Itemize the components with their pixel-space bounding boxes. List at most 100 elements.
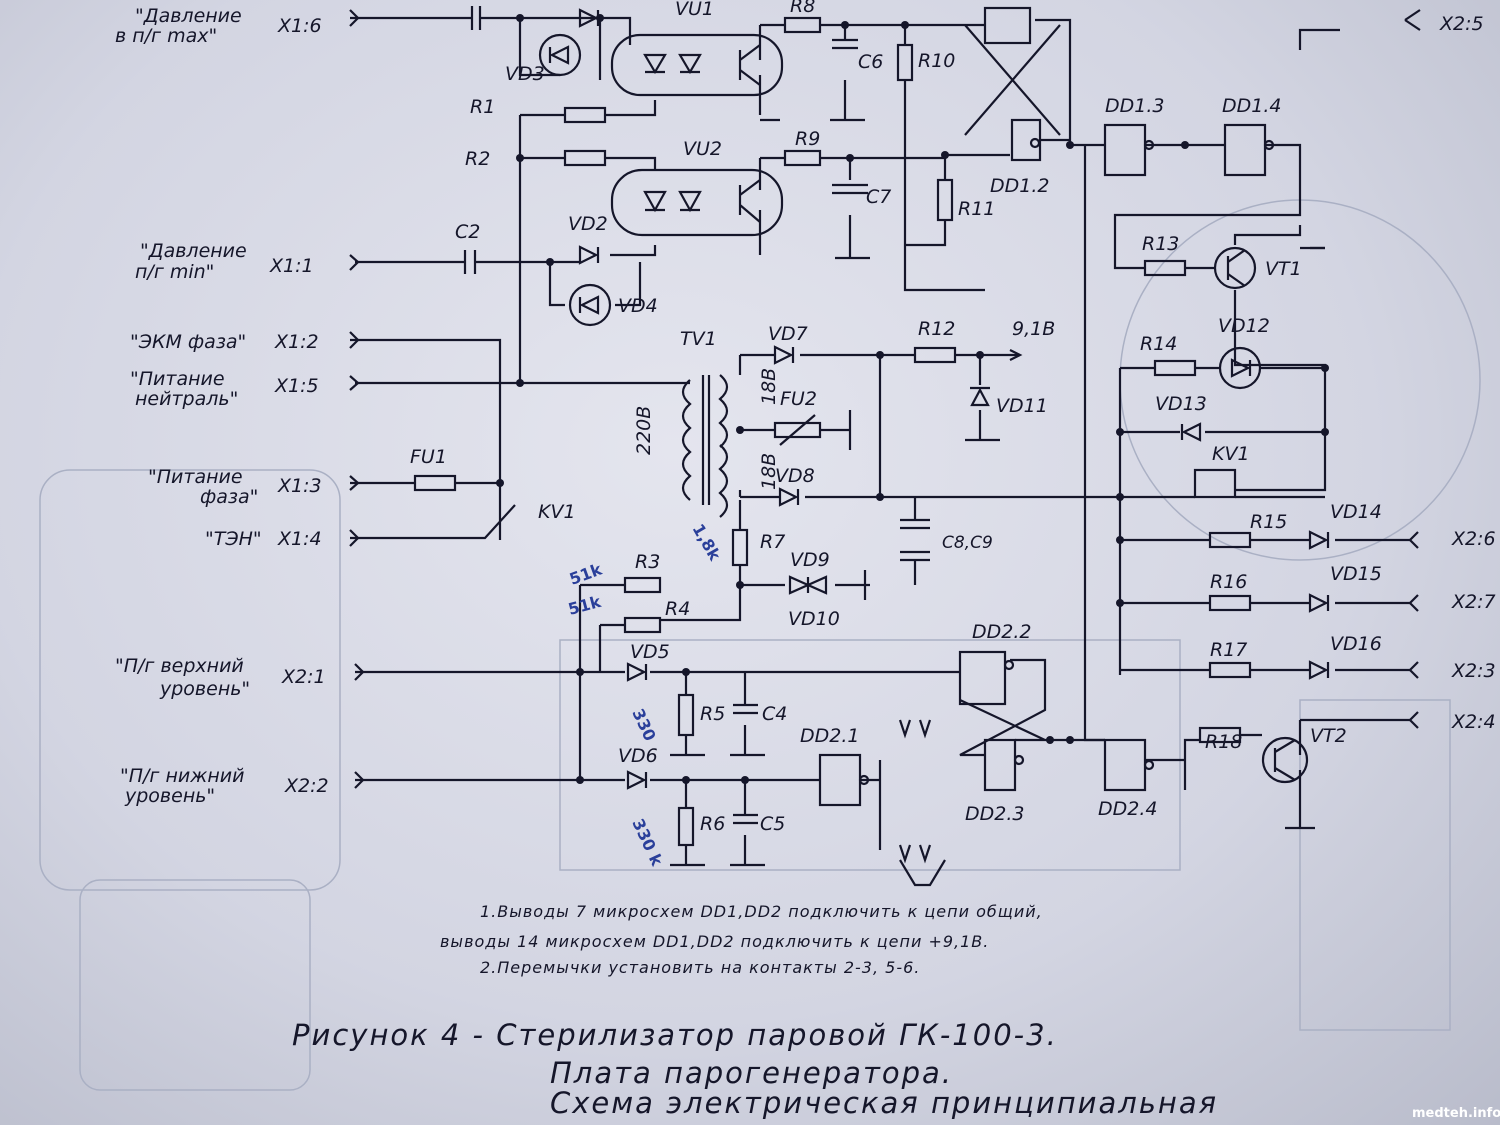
title-line-2: Плата парогенератора.	[550, 1056, 953, 1090]
label-vd5: VD5	[630, 641, 670, 663]
label-vd15: VD15	[1330, 563, 1382, 585]
label-r17: R17	[1210, 639, 1247, 661]
label-c8-c9: C8,C9	[942, 533, 993, 553]
label-220v: 220В	[633, 406, 655, 455]
label-r7: R7	[760, 531, 785, 553]
connector-labels: "Давление в п/г max" X1:6 "Давление п/г …	[115, 5, 1496, 807]
label-c7: C7	[866, 186, 891, 208]
label-x1-1: X1:1	[269, 255, 314, 277]
label-x1-1-desc: "Давление	[140, 240, 247, 262]
label-x2-1-desc2: уровень"	[159, 678, 250, 700]
label-x2-7: X2:7	[1451, 591, 1496, 613]
label-18v-upper: 18В	[758, 368, 780, 405]
label-x2-2: X2:2	[284, 775, 329, 797]
label-fu1: FU1	[410, 446, 447, 468]
label-x1-5: X1:5	[274, 375, 319, 397]
label-x2-5: X2:5	[1439, 13, 1484, 35]
label-dd1-4: DD1.4	[1222, 95, 1281, 117]
component-labels: VU1 VU2 VD2 VD3 VD4 VD5 VD6 VD7 VD8 VD9 …	[410, 0, 1382, 835]
ic-symbols	[610, 6, 1421, 887]
connector-terminals[interactable]	[349, 9, 1419, 789]
note-line-1: 1.Выводы 7 микросхем DD1,DD2 подключить …	[480, 902, 1043, 921]
label-r11: R11	[958, 198, 995, 220]
label-r4: R4	[665, 598, 690, 620]
label-x2-6: X2:6	[1451, 528, 1496, 550]
label-r2: R2	[465, 148, 490, 170]
label-x1-6: X1:6	[277, 15, 322, 37]
label-r18: R18	[1205, 731, 1242, 753]
capacitor-symbols	[463, 6, 1325, 867]
label-vd8: VD8	[775, 465, 815, 487]
note-line-3: 2.Перемычки установить на контакты 2-3, …	[480, 958, 920, 977]
label-r1: R1	[470, 96, 495, 118]
label-vd14: VD14	[1330, 501, 1382, 523]
label-x1-6-desc: "Давление	[135, 5, 242, 27]
label-vd10: VD10	[788, 608, 840, 630]
label-vt1: VT1	[1265, 258, 1302, 280]
label-vd16: VD16	[1330, 633, 1382, 655]
hand-r4-value: 51k	[566, 592, 603, 619]
label-r10: R10	[918, 50, 955, 72]
title-line-3: Схема электрическая принципиальная	[550, 1086, 1218, 1120]
label-vd13: VD13	[1155, 393, 1207, 415]
label-vt2: VT2	[1310, 725, 1347, 747]
label-vd4: VD4	[618, 295, 658, 317]
label-r9: R9	[795, 128, 820, 150]
label-dd1-2: DD1.2	[990, 175, 1049, 197]
label-r8: R8	[790, 0, 815, 17]
title-line-1: Рисунок 4 - Стерилизатор паровой ГК-100-…	[292, 1018, 1058, 1052]
notes: 1.Выводы 7 микросхем DD1,DD2 подключить …	[440, 902, 1043, 977]
label-x1-1-desc2: п/г min"	[135, 261, 214, 283]
note-line-2: выводы 14 микросхем DD1,DD2 подключить к…	[440, 932, 989, 951]
label-dd2-2: DD2.2	[972, 621, 1031, 643]
label-vd9: VD9	[790, 549, 830, 571]
junction-dots	[496, 14, 1329, 784]
label-r5: R5	[700, 703, 725, 725]
label-fu2: FU2	[780, 388, 817, 410]
label-x1-2: X1:2	[274, 331, 319, 353]
label-x2-2-desc2: уровень"	[124, 785, 215, 807]
label-x2-4: X2:4	[1451, 711, 1496, 733]
label-r12: R12	[918, 318, 955, 340]
label-x1-4-desc: "ТЭН"	[205, 528, 262, 550]
wires	[350, 16, 1410, 865]
label-r6: R6	[700, 813, 725, 835]
label-dd1-3: DD1.3	[1105, 95, 1164, 117]
label-r16: R16	[1210, 571, 1247, 593]
label-x1-4: X1:4	[277, 528, 322, 550]
hand-r6-value: 330 k	[628, 816, 666, 869]
label-vd6: VD6	[618, 745, 658, 767]
label-dd2-3: DD2.3	[965, 803, 1024, 825]
label-c5: C5	[760, 813, 785, 835]
resistor-symbols	[413, 16, 1252, 847]
figure-title: Рисунок 4 - Стерилизатор паровой ГК-100-…	[292, 1018, 1218, 1120]
label-x2-3: X2:3	[1451, 660, 1496, 682]
label-vd2: VD2	[568, 213, 608, 235]
hand-r5-value: 330	[628, 706, 659, 744]
label-x1-3-desc2: фаза"	[200, 486, 258, 508]
label-9-1v: 9,1В	[1012, 318, 1055, 340]
label-x2-1: X2:1	[281, 666, 326, 688]
label-vd7: VD7	[768, 323, 808, 345]
hand-r7-value: 1,8k	[689, 521, 725, 565]
label-c4: C4	[762, 703, 787, 725]
label-c6: C6	[858, 51, 883, 73]
label-vd3: VD3	[505, 63, 545, 85]
label-vd12: VD12	[1218, 315, 1270, 337]
label-kv1-contact: KV1	[538, 501, 576, 523]
label-x1-2-desc: "ЭКМ фаза"	[130, 331, 246, 353]
watermark: medteh.info	[1412, 1106, 1500, 1121]
label-tv1: TV1	[680, 328, 717, 350]
label-x2-2-desc: "П/г нижний	[120, 765, 244, 787]
label-r15: R15	[1250, 511, 1287, 533]
label-vd11: VD11	[996, 395, 1048, 417]
label-x1-3: X1:3	[277, 475, 322, 497]
label-dd2-1: DD2.1	[800, 725, 859, 747]
label-x1-6-desc2: в п/г max"	[115, 25, 217, 47]
label-r14: R14	[1140, 333, 1177, 355]
background-bleedthrough	[39, 199, 1481, 1091]
label-dd2-4: DD2.4	[1098, 798, 1157, 820]
label-18v-lower: 18В	[758, 453, 780, 490]
